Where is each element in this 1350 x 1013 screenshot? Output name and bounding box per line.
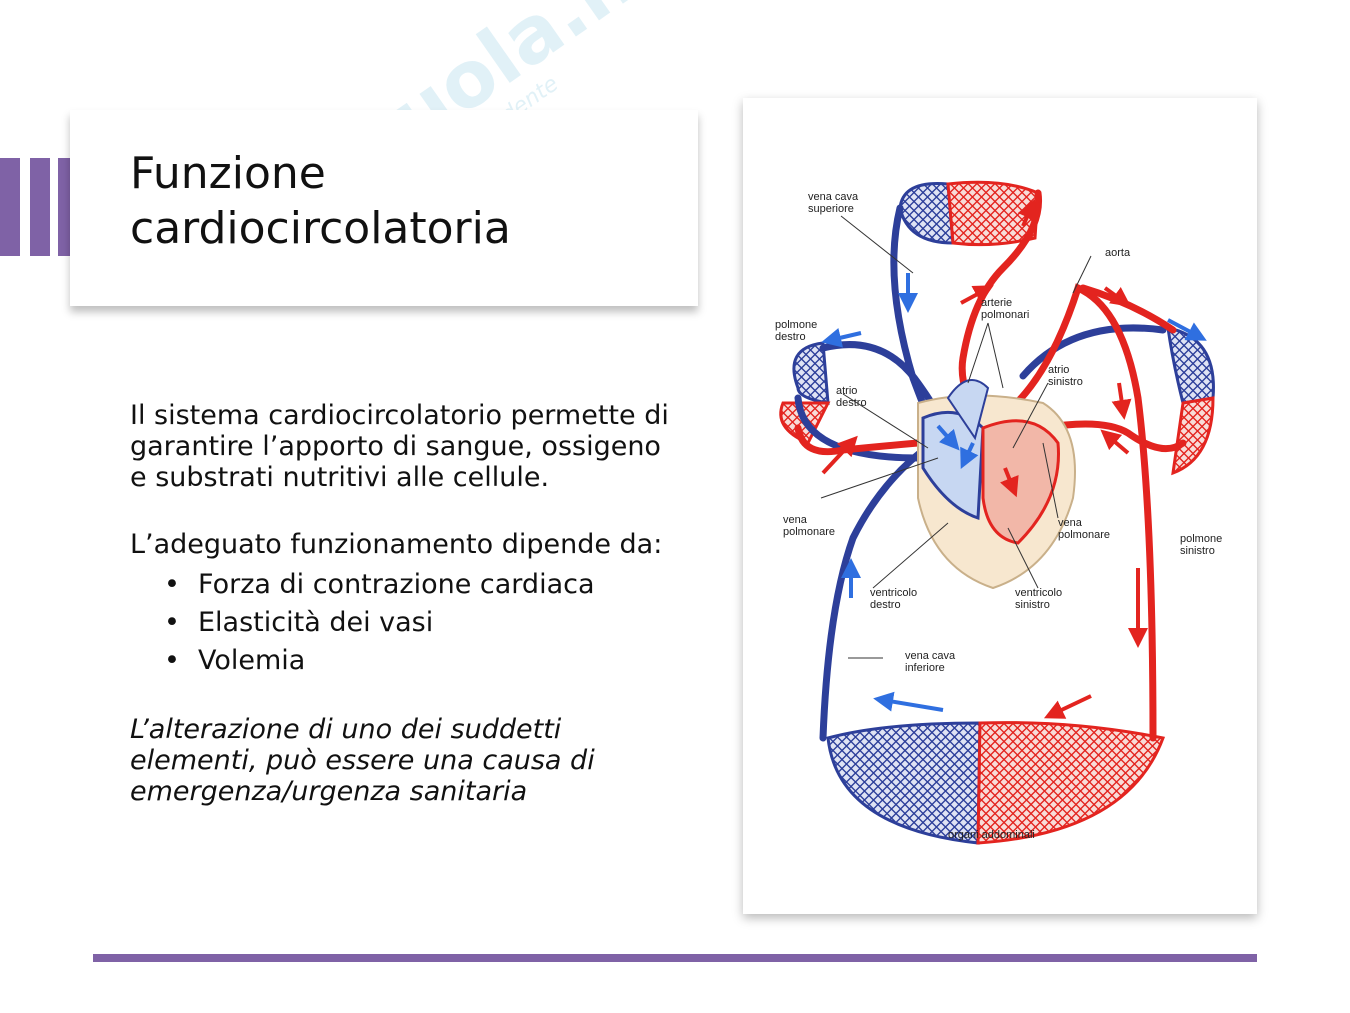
title-line: Funzione [130,148,326,199]
bottom-rule [93,954,1257,962]
label-polmone-destro: polmone destro [775,319,820,343]
circulation-diagram-card: vena cava superiore aorta arterie polmon… [743,98,1257,914]
bullet-item: Volemia [164,642,670,680]
bullet-item: Forza di contrazione cardiaca [164,566,670,604]
upper-body-capillaries [900,182,1038,244]
label-polmone-sinistro: polmone sinistro [1180,533,1225,557]
label-aorta: aorta [1105,247,1131,259]
label-ventricolo-sinistro: ventricolo sinistro [1015,587,1065,611]
right-lung-capillaries [781,343,828,443]
label-vena-cava-superiore: vena cava superiore [808,191,861,215]
paragraph-dependencies: L’adeguato funzionamento dipende da: [130,529,670,560]
label-vena-polmonare-left: vena polmonare [783,514,835,538]
title-line: cardiocircolatoria [130,203,511,254]
label-vena-polmonare-right: vena polmonare [1058,517,1110,541]
bullet-list: Forza di contrazione cardiaca Elasticità… [130,566,670,680]
body-text: Il sistema cardiocircolatorio permette d… [130,400,670,807]
circulation-diagram: vena cava superiore aorta arterie polmon… [743,98,1257,914]
label-ventricolo-destro: ventricolo destro [870,587,920,611]
label-arterie-polmonari: arterie polmonari [981,297,1029,321]
label-atrio-destro: atrio destro [836,385,867,409]
label-atrio-sinistro: atrio sinistro [1048,364,1083,388]
label-organi-addominali: organi addominali [948,829,1035,841]
title-card: Funzione cardiocircolatoria [70,110,698,306]
label-vena-cava-inferiore: vena cava inferiore [905,650,958,674]
slide-title: Funzione cardiocircolatoria [130,146,511,256]
left-lung-capillaries [1168,328,1213,473]
paragraph-intro: Il sistema cardiocircolatorio permette d… [130,400,670,493]
abdominal-organ-capillaries [828,723,1163,843]
bullet-item: Elasticità dei vasi [164,604,670,642]
italic-note: L’alterazione di uno dei suddetti elemen… [130,714,670,807]
